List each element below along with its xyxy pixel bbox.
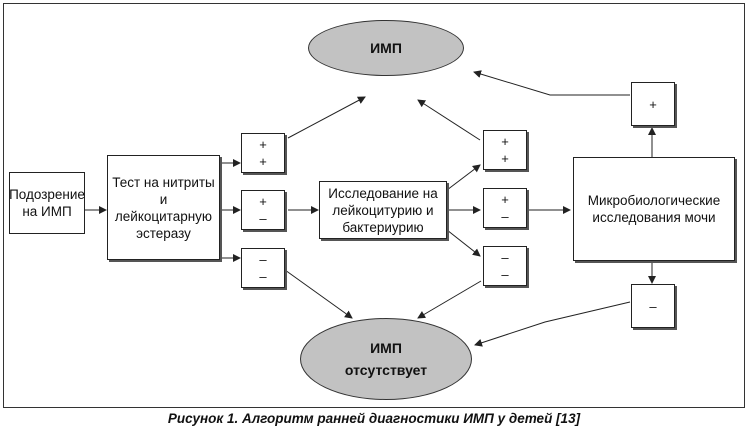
study-result-plus-plus: + +	[483, 130, 527, 170]
sign-line-2: –	[501, 209, 509, 224]
sign-line-2: +	[259, 154, 267, 169]
sign-line-2: –	[259, 269, 267, 284]
arrow-study-mm-to-noimp	[417, 280, 482, 319]
micro-label: Микробиологические исследования мочи	[587, 193, 721, 225]
suspicion-label: Подозрение на ИМП	[9, 187, 85, 219]
no-imp-oval: ИМП отсутствует	[300, 318, 472, 400]
figure-caption: Рисунок 1. Алгоритм ранней диагностики И…	[167, 411, 581, 426]
arrow-plus-to-imp	[473, 70, 630, 96]
arrow-study-to-pp	[446, 164, 481, 191]
sign-line-1: +	[501, 192, 509, 207]
study-label: Исследование на лейкоцитурию и бактериур…	[328, 185, 438, 235]
suspicion-box: Подозрение на ИМП	[9, 172, 85, 234]
diagram-frame	[3, 3, 745, 408]
sign-line-1: –	[501, 250, 509, 265]
study-result-plus-minus: + –	[483, 188, 527, 228]
study-box: Исследование на лейкоцитурию и бактериур…	[319, 181, 447, 239]
micro-result-plus: +	[631, 82, 675, 126]
sign-line-2: –	[501, 267, 509, 282]
sign-line-1: +	[649, 96, 657, 112]
sign-line-2: +	[501, 151, 509, 166]
test-result-minus-minus: – –	[241, 248, 285, 288]
imp-label: ИМП	[370, 40, 402, 56]
test-box: Тест на нитриты и лейкоцитарную эстеразу	[107, 155, 220, 260]
micro-result-minus: –	[631, 284, 675, 328]
sign-line-1: +	[501, 134, 509, 149]
sign-line-1: –	[259, 252, 267, 267]
arrow-mm-to-noimp	[284, 269, 353, 319]
test-result-plus-minus: + –	[241, 190, 285, 230]
sign-line-1: +	[259, 137, 267, 152]
sign-line-2: –	[259, 211, 267, 226]
sign-line-1: –	[649, 298, 657, 314]
study-result-minus-minus: – –	[483, 246, 527, 286]
arrow-pp-to-imp	[287, 96, 366, 139]
sign-line-1: +	[259, 194, 267, 209]
test-label: Тест на нитриты и лейкоцитарную эстеразу	[112, 174, 215, 241]
test-result-plus-plus: + +	[241, 133, 285, 173]
arrow-study-to-mm	[446, 229, 481, 257]
imp-oval: ИМП	[308, 20, 464, 76]
arrow-study-pp-to-imp	[417, 99, 481, 141]
micro-box: Микробиологические исследования мочи	[573, 157, 735, 261]
arrow-minus-to-noimp	[474, 301, 631, 347]
no-imp-label: ИМП отсутствует	[344, 340, 428, 378]
